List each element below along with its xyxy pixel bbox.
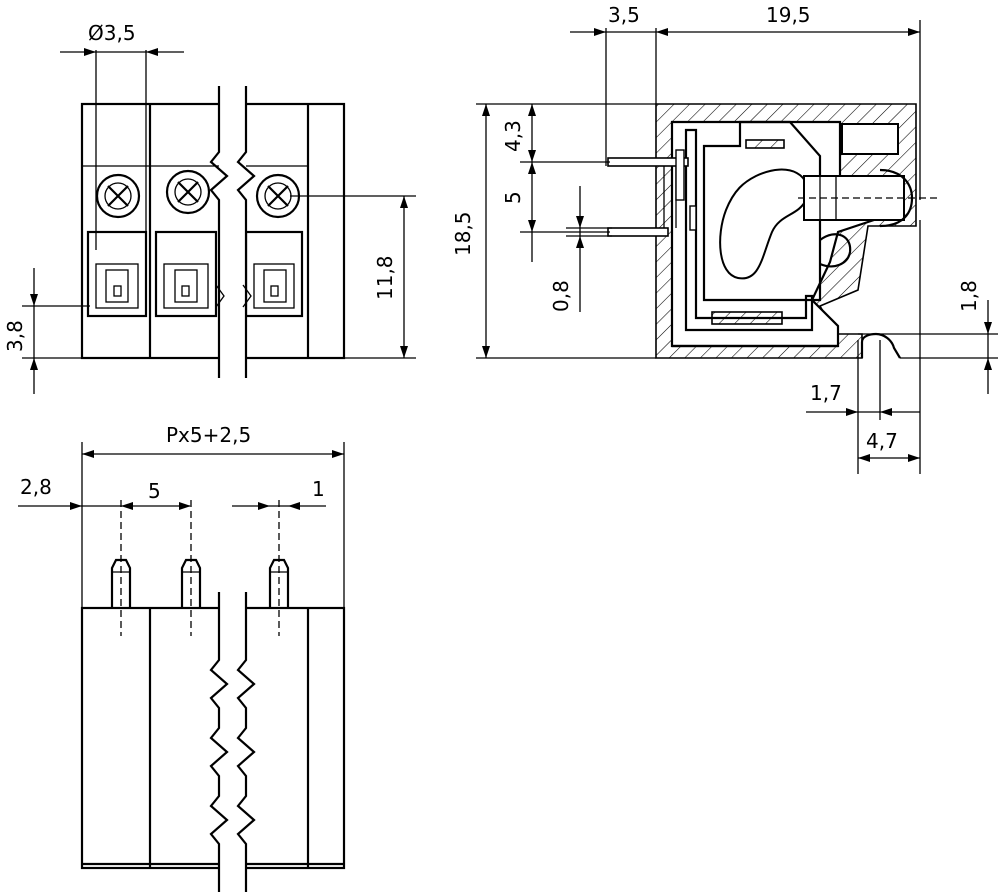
screw-icon <box>95 173 141 219</box>
side-section-view: 3,5 19,5 18,5 4,3 5 0,8 1,8 1,7 <box>451 3 998 474</box>
pin <box>180 500 202 636</box>
dim-height: 11,8 <box>373 255 397 300</box>
dim-foot-gap: 1,7 <box>810 381 842 405</box>
dim-opening: 3,8 <box>3 320 27 352</box>
dim-foot: 1,8 <box>957 280 981 312</box>
dim-end: 1 <box>312 477 325 501</box>
wire-opening <box>154 230 218 318</box>
dim-top-width: 19,5 <box>766 3 811 27</box>
dim-diameter: Ø3,5 <box>88 21 136 45</box>
pin <box>268 500 290 636</box>
dim-pitch: 5 <box>148 479 161 503</box>
dim-pin-diameter: 0,8 <box>549 280 573 312</box>
dim-total-height: 18,5 <box>451 211 475 256</box>
front-view: Ø3,5 11,8 3,8 <box>3 21 416 394</box>
dim-foot-width: 4,7 <box>866 429 898 453</box>
dim-pin-offset: 4,3 <box>501 120 525 152</box>
dim-top-left: 3,5 <box>608 3 640 27</box>
screw-icon <box>165 169 211 215</box>
dim-pin-pitch: 5 <box>501 191 525 204</box>
pin <box>110 500 132 636</box>
dim-overall: Px5+2,5 <box>166 423 251 447</box>
dim-edge: 2,8 <box>20 475 52 499</box>
wire-opening <box>244 230 304 318</box>
wire-opening <box>86 230 148 318</box>
top-view: Px5+2,5 2,8 5 1 <box>18 423 346 892</box>
